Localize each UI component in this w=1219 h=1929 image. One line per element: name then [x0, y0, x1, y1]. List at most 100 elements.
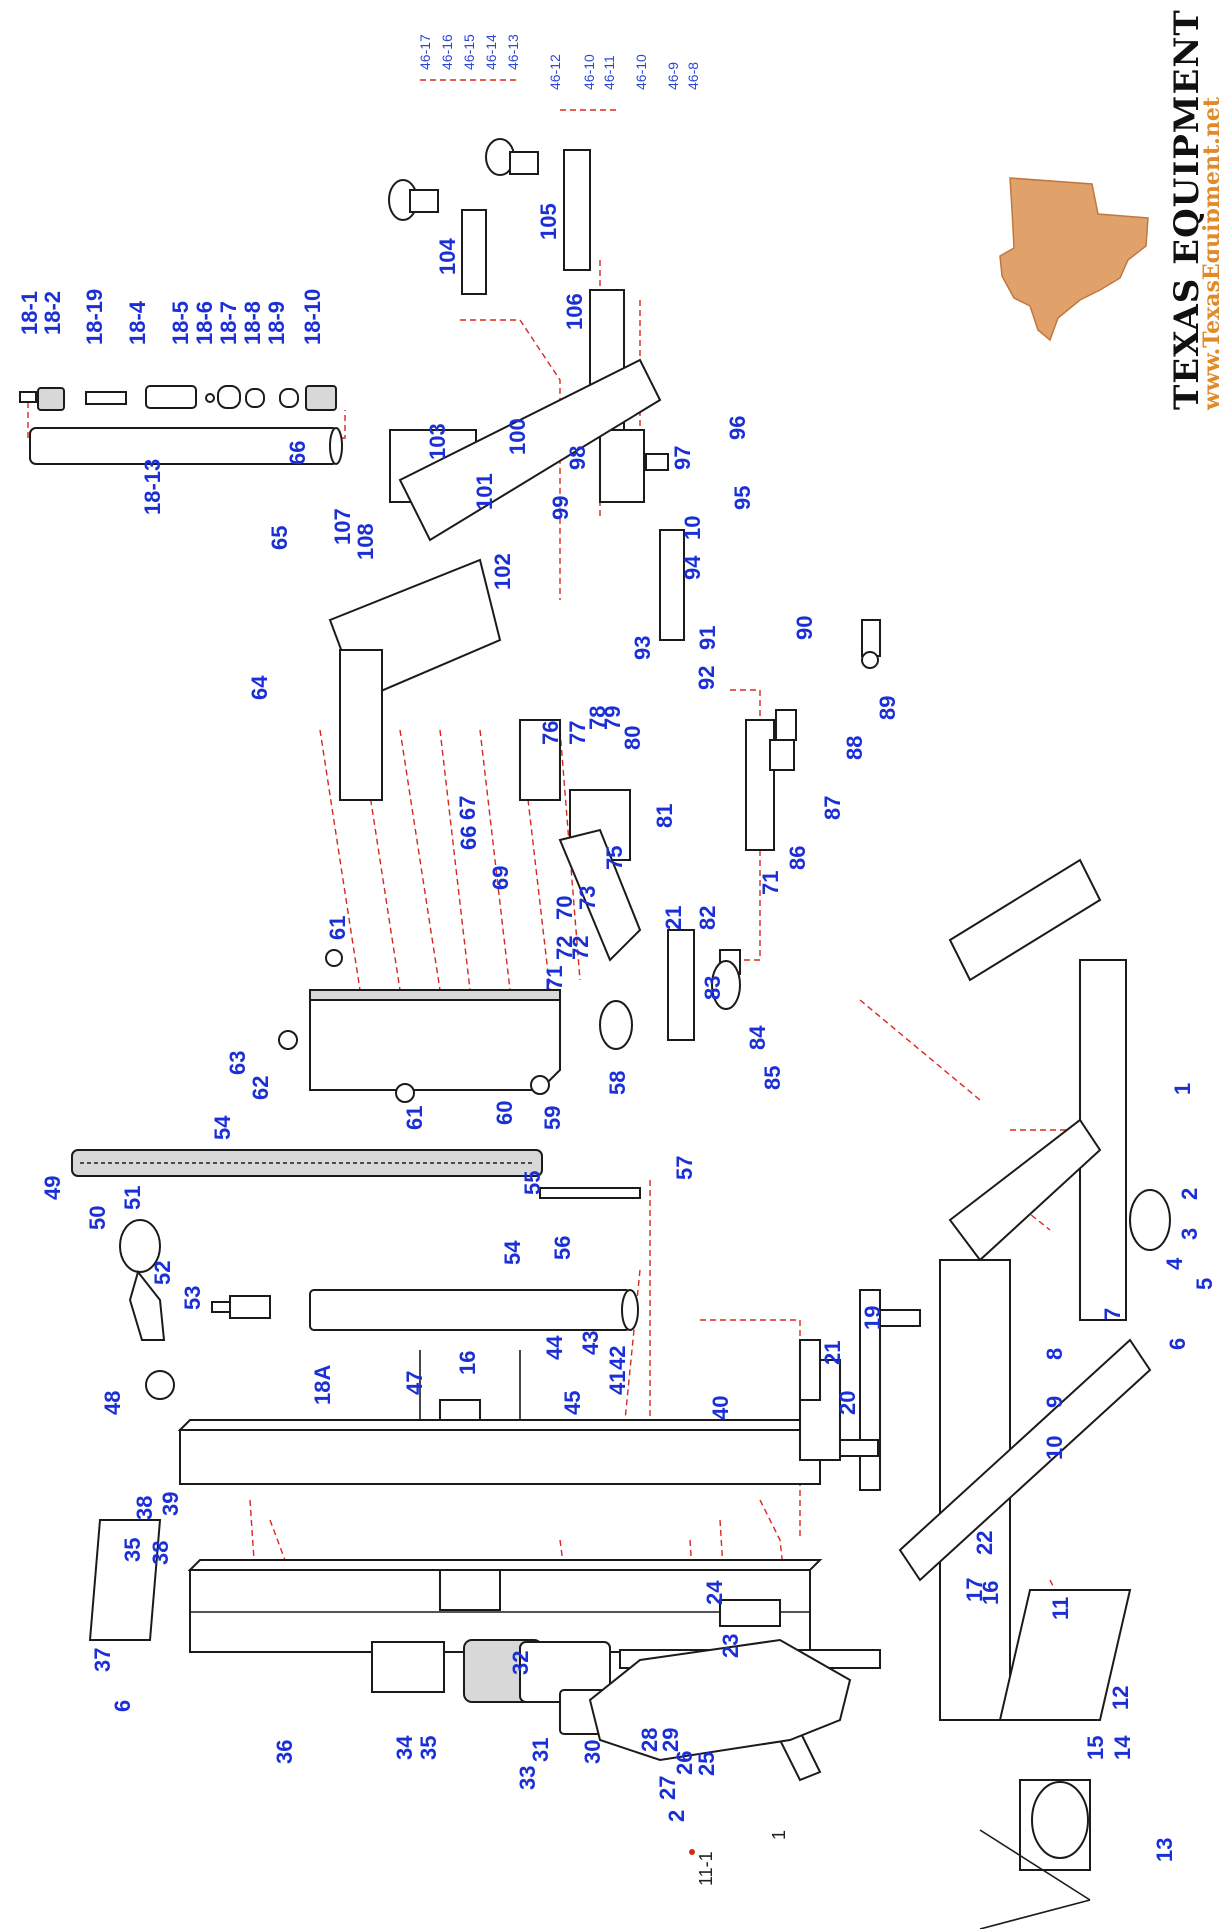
top-label: 46-8 [685, 62, 701, 90]
part-label: 67 [455, 796, 480, 820]
top-labels: 46-17 46-16 46-15 46-14 46-13 46-12 46-1… [417, 34, 701, 90]
top-label: 46-10 [633, 54, 649, 90]
part-label: 40 [708, 1396, 733, 1420]
part-label: 58 [605, 1071, 630, 1095]
part-label: 5 [1192, 1278, 1217, 1290]
part-label: 37 [90, 1648, 115, 1672]
part-label: 16 [978, 1581, 1003, 1605]
part-label: 76 [538, 721, 563, 745]
part-label: 3 [1177, 1228, 1202, 1240]
part-label: 18-1 [17, 291, 42, 335]
chain-49 [71, 1149, 641, 1199]
part-label: 99 [548, 496, 573, 520]
part-label: 102 [490, 553, 515, 590]
part-label: 2 [1177, 1188, 1202, 1200]
part-label: 61 [402, 1106, 427, 1130]
part-label: 28 [637, 1728, 662, 1752]
part-label: 6 [110, 1700, 135, 1712]
part-label: 13 [1152, 1838, 1177, 1862]
part-label: 103 [425, 423, 450, 460]
part-label: 77 [565, 721, 590, 745]
part-label: 20 [835, 1391, 860, 1415]
part-label: 54 [500, 1240, 525, 1265]
post-40 [177, 1419, 833, 1485]
part-label: 38 [132, 1496, 157, 1520]
part-label: 18-9 [264, 301, 289, 345]
top-label: 46-14 [483, 34, 499, 70]
part-label: 95 [730, 486, 755, 510]
base-frame [799, 858, 1171, 1721]
part-label: 84 [745, 1025, 770, 1050]
part-label: 24 [702, 1580, 727, 1605]
part-label: 44 [542, 1335, 567, 1360]
part-label: 18-7 [216, 301, 241, 345]
part-label: 72 [552, 936, 577, 960]
part-label: 26 [672, 1751, 697, 1775]
part-label: 85 [760, 1066, 785, 1090]
part-label: 55 [520, 1171, 545, 1195]
part-labels: 18-1 18-2 18-19 18-4 18-5 18-6 18-7 18-8… [17, 203, 1217, 1886]
part-label: 45 [560, 1391, 585, 1415]
top-label: 46-13 [505, 34, 521, 70]
part-label: 71 [542, 966, 567, 990]
part-label: 75 [602, 846, 627, 870]
bottom-left-lines [689, 1829, 1091, 1929]
brand-name: TEXAS EQUIPMENT [1167, 9, 1207, 410]
part-label: 106 [562, 293, 587, 330]
part-label: 18-2 [40, 291, 65, 335]
part-label: 15 [1083, 1736, 1108, 1760]
part-label: 92 [694, 666, 719, 690]
part-label: 66 [285, 441, 310, 465]
part-label: 88 [842, 736, 867, 760]
part-label: 18-4 [125, 300, 150, 345]
part-label: 14 [1110, 1735, 1135, 1760]
part-label: 10 [1042, 1436, 1067, 1460]
part-label: 70 [552, 896, 577, 920]
part-label: 49 [40, 1176, 65, 1200]
part-label: 56 [550, 1236, 575, 1260]
part-label: 62 [248, 1076, 273, 1100]
part-label: 21 [661, 906, 686, 930]
part-label: 98 [565, 446, 590, 470]
part-label: 30 [580, 1740, 605, 1764]
part-label: 32 [508, 1651, 533, 1675]
part-label: 34 [392, 1735, 417, 1760]
part-label: 8 [1042, 1348, 1067, 1360]
part-label: 79 [600, 706, 625, 730]
part-label: 16 [455, 1351, 480, 1375]
part-label: 33 [515, 1766, 540, 1790]
part-label: 87 [820, 796, 845, 820]
part-label: 60 [492, 1101, 517, 1125]
top-label: 46-16 [439, 34, 455, 70]
top-label: 46-12 [547, 54, 563, 90]
part-label: 18-5 [168, 301, 193, 345]
part-label: 10 [680, 516, 705, 540]
part-label: 22 [972, 1531, 997, 1555]
part-label: 11 [1048, 1597, 1073, 1620]
top-label: 46-17 [417, 34, 433, 70]
part-label: 38 [148, 1541, 173, 1565]
part-label: 96 [725, 416, 750, 440]
part-label: 107 [330, 508, 355, 545]
part-label: 4 [1162, 1257, 1187, 1270]
part-label: 19 [860, 1306, 885, 1330]
part-label: 105 [536, 203, 561, 240]
part-label: 23 [718, 1634, 743, 1658]
part-label: 73 [575, 886, 600, 910]
part-label: 31 [528, 1738, 553, 1762]
part-label: 89 [875, 696, 900, 720]
part-label: 86 [785, 846, 810, 870]
part-label: 66 [456, 826, 481, 850]
part-label: 36 [272, 1740, 297, 1764]
part-label: 57 [672, 1156, 697, 1180]
boom-assembly [328, 138, 881, 1050]
part-label: 54 [210, 1115, 235, 1140]
part-label: 61 [325, 916, 350, 940]
top-label: 46-9 [665, 62, 681, 90]
part-label: 7 [1100, 1308, 1125, 1320]
part-label: 18-8 [240, 301, 265, 345]
part-label: 12 [1108, 1686, 1133, 1710]
part-label: 9 [1042, 1396, 1067, 1408]
part-label: 59 [540, 1106, 565, 1130]
part-label: 18-19 [82, 289, 107, 345]
